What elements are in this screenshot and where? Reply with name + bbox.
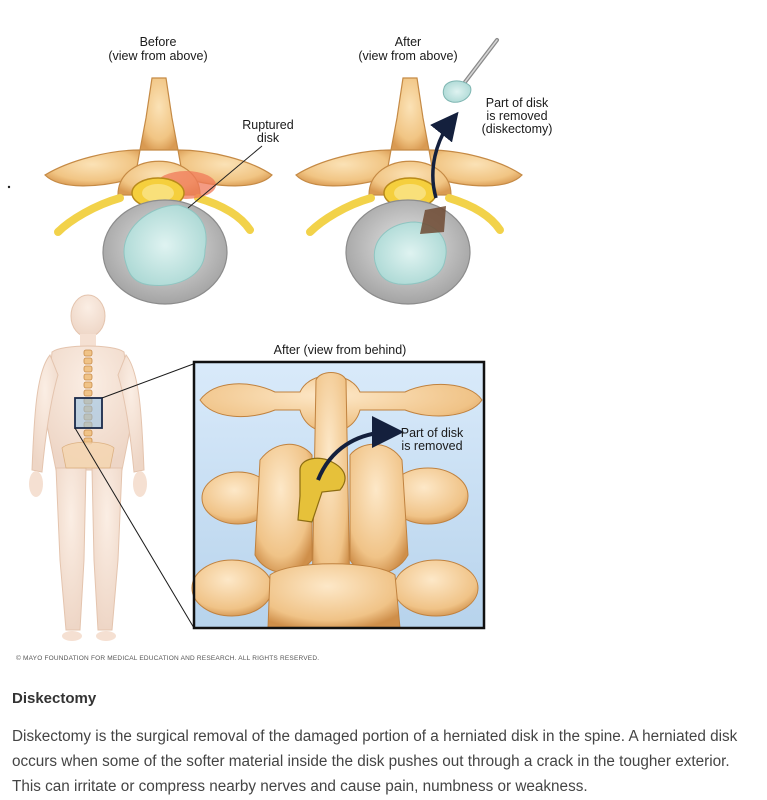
surgical-instrument-icon [442,38,499,103]
removed-above-line3: (diskectomy) [482,122,553,136]
after-label-line1: After [395,35,421,49]
caption-title: Diskectomy [12,690,97,707]
behind-view-panel [192,360,486,630]
removed-behind-line2: is removed [401,439,462,453]
ruptured-label-line1: Ruptured [242,118,293,132]
caption-body: Diskectomy is the surgical removal of th… [12,728,738,795]
removal-arrow-above [430,111,459,199]
removed-above-line1: Part of disk [486,96,549,110]
removed-above-line2: is removed [486,109,547,123]
diskectomy-illustration: Before (view from above) Ruptured disk [7,35,553,641]
zoom-line-top [101,362,197,399]
ruptured-label-line2: disk [257,131,280,145]
before-label-line2: (view from above) [108,49,207,63]
human-body-back-view [29,294,147,641]
spine-highlight-box [74,397,103,429]
before-label-line1: Before [140,35,177,49]
zoom-line-bottom [74,427,195,629]
stray-dot [7,185,11,189]
removal-arrow-behind [316,416,404,481]
vertebra-before [44,77,273,305]
ruptured-pointer-line [187,145,263,209]
copyright-notice: © MAYO FOUNDATION FOR MEDICAL EDUCATION … [16,655,320,662]
behind-label: After (view from behind) [274,343,407,357]
after-label-line2: (view from above) [358,49,457,63]
removed-behind-line1: Part of disk [401,426,464,440]
